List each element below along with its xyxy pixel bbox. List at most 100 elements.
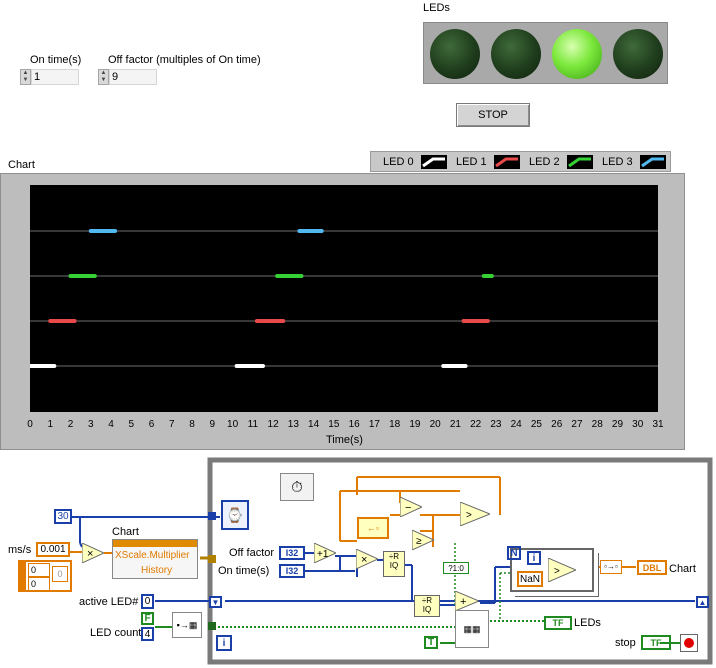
- on-time-input[interactable]: 1: [31, 69, 79, 85]
- on-time-spinner[interactable]: ▲▼: [20, 69, 31, 85]
- x-tick-26: 26: [551, 419, 563, 430]
- x-tick-22: 22: [470, 419, 482, 430]
- cluster-constant[interactable]: 0 0 0: [18, 560, 72, 592]
- add-node[interactable]: +: [454, 590, 481, 612]
- off-factor-label: Off factor (multiples of On time): [108, 54, 261, 66]
- multiply-node-2[interactable]: ×: [355, 548, 380, 570]
- wait-tunnel: [208, 512, 216, 520]
- svg-text:>: >: [466, 510, 472, 521]
- property-history[interactable]: History: [141, 565, 173, 576]
- chart-property-node[interactable]: XScale.Multiplier History: [112, 539, 198, 579]
- x-tick-19: 19: [409, 419, 421, 430]
- off-factor-terminal[interactable]: I32: [279, 546, 305, 560]
- chart-label: Chart: [8, 159, 35, 171]
- build-cluster-node[interactable]: ▫→▫: [600, 560, 622, 574]
- cluster-index: [18, 560, 26, 592]
- x-tick-23: 23: [490, 419, 502, 430]
- active-led-control[interactable]: 0: [141, 594, 154, 609]
- initialize-array-node[interactable]: ▪→▦: [172, 612, 202, 638]
- cluster-value-1[interactable]: 0: [28, 577, 50, 591]
- legend-led3-label: LED 3: [602, 156, 633, 168]
- property-xscale[interactable]: XScale.Multiplier: [115, 550, 190, 561]
- off-factor-spinner[interactable]: ▲▼: [98, 69, 109, 85]
- nan-constant[interactable]: NaN: [517, 571, 543, 587]
- x-tick-9: 9: [209, 419, 216, 430]
- bool-tunnel: [208, 622, 216, 630]
- stop-terminal[interactable]: TF: [641, 635, 671, 650]
- const-true[interactable]: T: [424, 636, 438, 649]
- loop-condition-terminal[interactable]: [680, 634, 698, 652]
- off-factor-input[interactable]: 9: [109, 69, 157, 85]
- for-loop-frame[interactable]: [510, 548, 594, 592]
- led-indicator-3: [613, 29, 663, 79]
- leds-terminal[interactable]: TF: [544, 616, 572, 630]
- multiply-node[interactable]: ×: [81, 542, 106, 564]
- const-false[interactable]: F: [141, 612, 154, 625]
- replace-array-node[interactable]: ▦▦: [455, 610, 489, 648]
- led-count-control[interactable]: 4: [141, 627, 154, 641]
- while-loop-iteration[interactable]: i: [216, 635, 232, 651]
- stop-button[interactable]: STOP: [456, 103, 530, 127]
- for-loop-count[interactable]: N: [507, 546, 521, 560]
- cluster-value-2[interactable]: 0: [52, 566, 68, 582]
- on-time-terminal-label: On time(s): [218, 565, 270, 577]
- svg-text:>: >: [554, 566, 560, 577]
- legend-led0-swatch[interactable]: [421, 155, 447, 169]
- x-tick-30: 30: [632, 419, 644, 430]
- wait-ms-node[interactable]: ⌚: [221, 500, 249, 530]
- leds-terminal-label: LEDs: [574, 617, 601, 629]
- array-subset-icon: ▦▦: [463, 623, 481, 634]
- x-tick-1: 1: [47, 419, 54, 430]
- legend-led2-swatch[interactable]: [567, 155, 593, 169]
- x-tick-0: 0: [27, 419, 33, 430]
- x-tick-24: 24: [510, 419, 522, 430]
- select-node[interactable]: >: [459, 501, 492, 527]
- cluster-tunnel: [208, 555, 216, 563]
- chart-background: [30, 185, 658, 412]
- compare-node[interactable]: ≥: [411, 529, 436, 551]
- legend-led1-label: LED 1: [456, 156, 487, 168]
- chart-plot-area[interactable]: [30, 185, 658, 412]
- array-grid-icon: ▪→▦: [176, 619, 198, 630]
- increment-node[interactable]: +1: [313, 542, 338, 564]
- x-tick-12: 12: [267, 419, 279, 430]
- x-tick-20: 20: [429, 419, 441, 430]
- svg-text:+1: +1: [317, 549, 329, 560]
- x-tick-15: 15: [328, 419, 340, 430]
- tick-count-node[interactable]: ⏱: [280, 473, 314, 501]
- shift-register-left[interactable]: ▼: [209, 596, 222, 608]
- on-time-terminal[interactable]: I32: [279, 564, 305, 578]
- x-tick-7: 7: [169, 419, 175, 430]
- x-tick-3: 3: [87, 419, 94, 430]
- legend-led3-swatch[interactable]: [640, 155, 666, 169]
- off-factor-control[interactable]: ▲▼ 9: [98, 69, 157, 85]
- subtract-node[interactable]: −: [399, 496, 424, 518]
- const-30[interactable]: 30: [54, 509, 72, 524]
- for-select-node[interactable]: >: [547, 557, 578, 583]
- x-tick-18: 18: [389, 419, 401, 430]
- x-tick-17: 17: [368, 419, 380, 430]
- x-tick-29: 29: [611, 419, 624, 430]
- chart-terminal[interactable]: DBL: [637, 560, 667, 575]
- shift-register-right[interactable]: ▲: [696, 596, 709, 608]
- bool-to-int-node[interactable]: ?1:0: [443, 562, 469, 574]
- stop-terminal-label: stop: [615, 637, 636, 649]
- ms-s-constant[interactable]: 0.001: [36, 542, 70, 557]
- legend-led2-label: LED 2: [529, 156, 560, 168]
- legend-led1-swatch[interactable]: [494, 155, 520, 169]
- for-loop-iteration[interactable]: i: [527, 551, 541, 565]
- stopwatch-icon: ⏱: [291, 478, 303, 496]
- feedback-node[interactable]: ←▫: [357, 517, 389, 539]
- x-tick-21: 21: [449, 419, 461, 430]
- wristwatch-icon: ⌚: [226, 506, 244, 523]
- x-tick-16: 16: [348, 419, 360, 430]
- x-tick-11: 11: [247, 419, 259, 430]
- on-time-control[interactable]: ▲▼ 1: [20, 69, 79, 85]
- cluster-value-0[interactable]: 0: [28, 563, 50, 577]
- legend-led0-label: LED 0: [383, 156, 414, 168]
- led-count-label: LED count: [90, 627, 142, 639]
- feedback-arrow-icon: ←▫: [366, 523, 380, 533]
- svg-text:×: ×: [87, 548, 93, 560]
